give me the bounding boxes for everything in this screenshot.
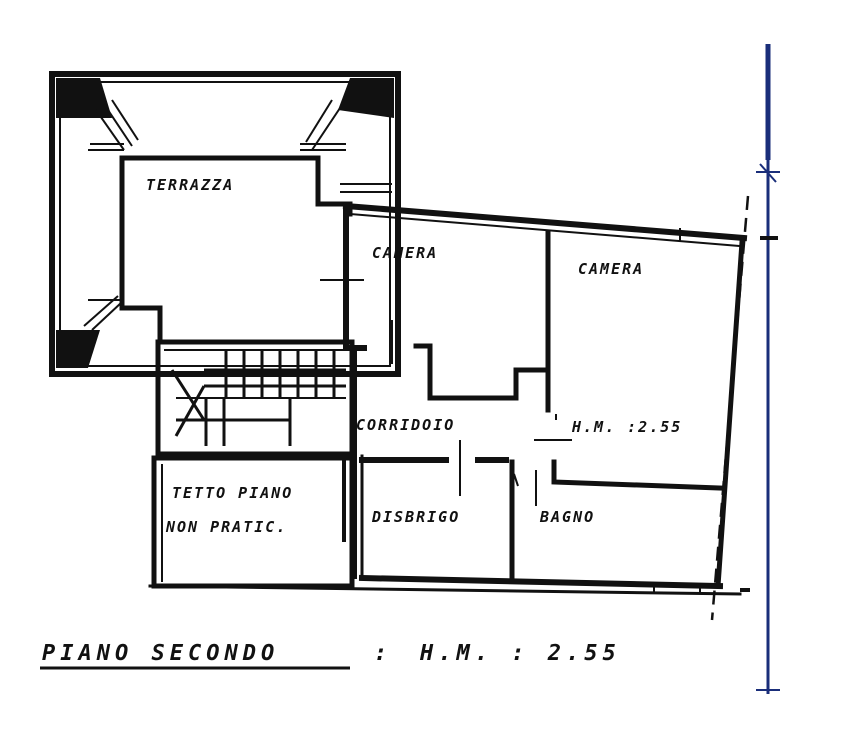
label-tetto-line2: NON PRATIC. [165,518,287,536]
label-tetto-line1: TETTO PIANO [172,484,293,502]
label-camera-right: CAMERA [578,260,644,278]
stairwell [155,339,355,457]
caption-floor-name: PIANO SECONDO [42,641,279,666]
label-camera-left: CAMERA [372,244,438,262]
caption-height: H.M. : 2.55 [419,641,621,666]
caption-separator: : [374,641,392,666]
plan-caption: PIANO SECONDO : H.M. : 2.55 [40,641,621,670]
reference-axis [740,44,780,694]
flat-roof-block [151,455,355,589]
label-corridoio: CORRIDOIO [356,416,455,434]
label-room-height: H.M. :2.55 [571,418,682,436]
label-bagno: BAGNO [539,508,595,526]
label-terrazza: TERRAZZA [146,176,234,194]
label-disbrigo: DISBRIGO [371,508,460,526]
